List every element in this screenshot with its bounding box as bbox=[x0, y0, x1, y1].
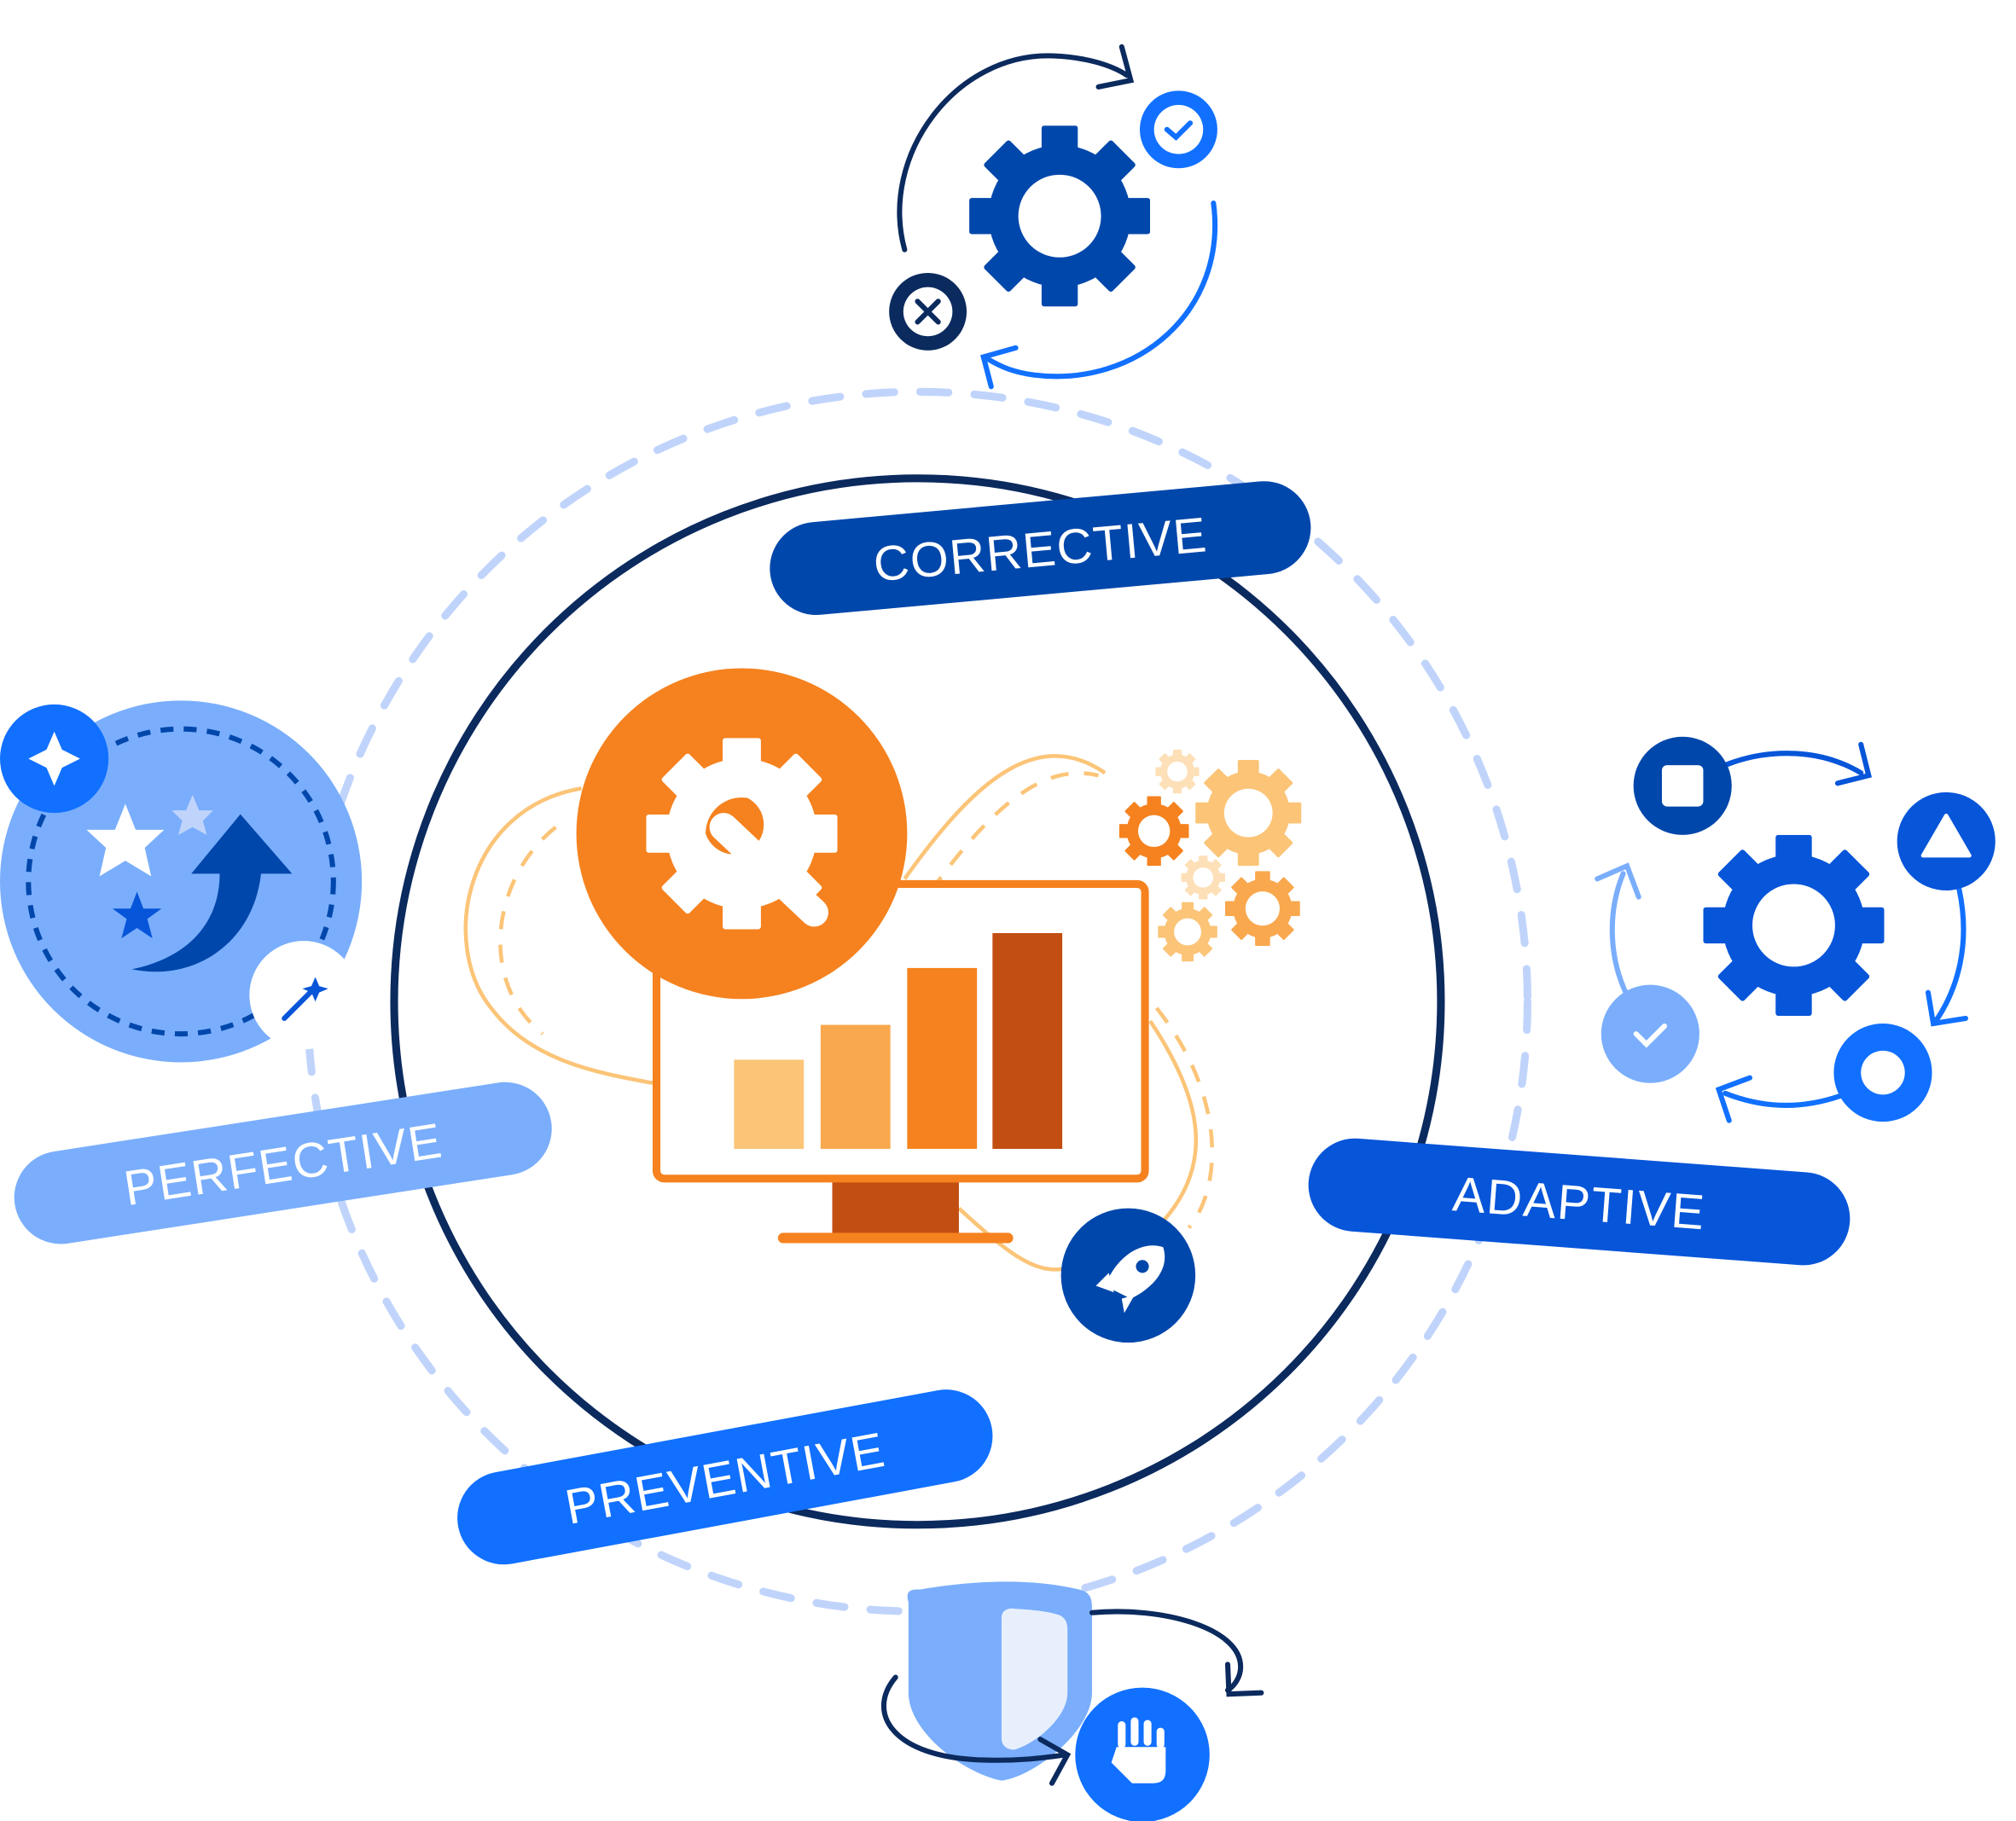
star-icon bbox=[112, 891, 162, 939]
label-corrective: CORRECTIVE bbox=[770, 481, 1311, 616]
magic-wand-badge bbox=[249, 941, 358, 1050]
corrective-cycle-icon bbox=[889, 43, 1217, 390]
bar-chart-bar bbox=[734, 1059, 805, 1149]
up-arrow-icon bbox=[131, 814, 293, 972]
bar-chart-bar bbox=[992, 933, 1063, 1149]
triangle-circle-icon bbox=[1897, 792, 1996, 891]
adaptive-cycle-icon bbox=[1595, 736, 1996, 1123]
main-ring bbox=[390, 474, 1445, 1529]
star-icon bbox=[86, 803, 165, 877]
preventive-shield-icon bbox=[880, 1581, 1264, 1821]
hand-stop-icon bbox=[1075, 1687, 1210, 1821]
check-circle-icon bbox=[1601, 984, 1699, 1083]
label-adaptive: ADAPTIVE bbox=[1308, 1138, 1850, 1266]
rocket-icon bbox=[1060, 1208, 1196, 1343]
ring-circle-icon bbox=[1833, 1024, 1932, 1122]
wrench-gear-icon bbox=[576, 668, 908, 1000]
x-circle-icon bbox=[889, 272, 967, 351]
perfective-upgrade-icon bbox=[0, 700, 363, 1063]
decorative-swirls bbox=[463, 754, 1215, 1272]
bar-chart-bar bbox=[907, 967, 978, 1149]
check-circle-icon bbox=[1140, 90, 1217, 169]
bar-chart-bar bbox=[820, 1024, 891, 1149]
square-circle-icon bbox=[1633, 736, 1732, 835]
star-icon bbox=[171, 794, 213, 835]
label-preventive: PREVENTIVE bbox=[457, 1389, 993, 1565]
label-perfective: PERFECTIVE bbox=[14, 1082, 552, 1244]
